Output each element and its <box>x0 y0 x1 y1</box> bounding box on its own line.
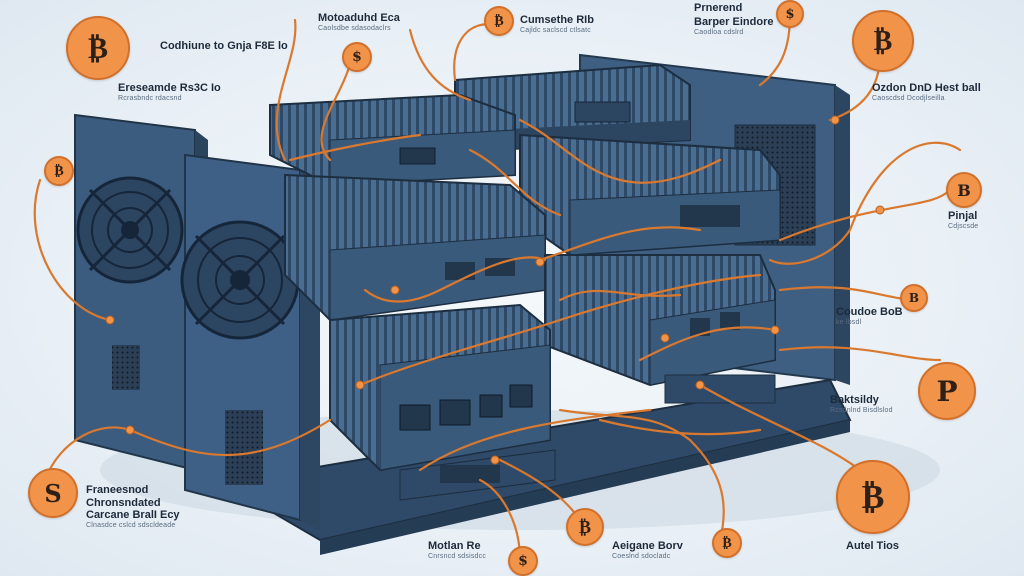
callout-title: Barper Eindore <box>694 16 774 28</box>
bitcoin-icon: ₿ <box>66 16 130 80</box>
callout-subtitle: Coeslnd sdocladc <box>612 552 671 560</box>
callout-subtitle: Cajldc saclscd ctlsatc <box>520 26 591 34</box>
callout-label: Codhiune to Gnja F8E lo <box>160 40 288 53</box>
mining-unit-middle-front <box>284 173 546 322</box>
coin-icon: S <box>28 468 78 518</box>
callout-subtitle: Caoscdsd Dcodjlseilla <box>872 94 945 102</box>
bitcoin-icon: ₿ <box>44 156 74 186</box>
callout-title: Baktsildy <box>830 394 879 406</box>
coin-icon: B <box>946 172 982 208</box>
callout-label: Ozdon DnD Hest ball Caoscdsd Dcodjlseill… <box>872 82 981 103</box>
callout-label: Pinjal Cdjscsde <box>948 210 978 231</box>
callout-label: Ereseamde Rs3C Io Rcrasbndc rdacsnd <box>118 82 221 103</box>
callout-label: Motlan Re Cnrsncd sdsisdcc <box>428 540 486 561</box>
callout-label: Autel Tios <box>846 540 899 553</box>
callout-subtitle: Cnrsncd sdsisdcc <box>428 552 487 560</box>
coin-icon: B <box>900 284 928 312</box>
callout-label: Barper Eindore Caodloa cdslrd <box>694 16 773 37</box>
callout-label: Motoaduhd Eca Caolsdbe sdasodaclrs <box>318 12 400 33</box>
callout-title: Motlan Re <box>428 540 481 552</box>
bitcoin-icon: ₿ <box>566 508 604 546</box>
callout-title: Autel Tios <box>846 540 899 552</box>
callout-title: Coudoe BoB <box>836 306 903 318</box>
callout-title: Prnerend <box>694 2 743 14</box>
callout-title: Codhiune to Gnja F8E lo <box>160 40 288 52</box>
callout-title: Ereseamde Rs3C Io <box>118 82 221 94</box>
callout-title: Motoaduhd Eca <box>318 12 400 24</box>
callout-label: Coudoe BoB ke lbsdl <box>836 306 903 327</box>
callout-title: Franeesnod <box>86 484 149 496</box>
bitcoin-icon: ₿ <box>836 460 910 534</box>
callout-subtitle: Caolsdbe sdasodaclrs <box>318 24 391 32</box>
dollar-coin-icon: $ <box>776 0 804 28</box>
cable-connectors <box>105 115 885 465</box>
callout-label: Cumsethe RIb Cajldc saclscd ctlsatc <box>520 14 594 35</box>
callout-subtitle: ke lbsdl <box>836 318 862 326</box>
callout-title: Cumsethe RIb <box>520 14 594 26</box>
dollar-coin-icon: $ <box>508 546 538 576</box>
callout-subtitle: Clnasdce cslcd sdscldeade <box>86 521 176 529</box>
callout-title: Carcane BralI Ecy <box>86 509 180 522</box>
callout-title: Pinjal <box>948 210 978 222</box>
callout-title: Chronsndated <box>86 496 161 509</box>
callout-label: Prnerend <box>694 2 742 15</box>
dollar-coin-icon: $ <box>342 42 372 72</box>
coin-icon: P <box>918 362 976 420</box>
callout-label: Aeigane Borv Coeslnd sdocladc <box>612 540 683 561</box>
callout-title: Aeigane Borv <box>612 540 683 552</box>
callout-subtitle: Rcrasbndc rdacsnd <box>118 94 182 102</box>
mining-unit-middle-rear <box>519 133 781 257</box>
bitcoin-icon: ₿ <box>852 10 914 72</box>
callout-label: Baktsildy Rcsdnlnd Bisdlslod <box>830 394 893 415</box>
callout-subtitle: Rcsdnlnd Bisdlslod <box>830 406 893 414</box>
callout-title: Ozdon DnD Hest ball <box>872 82 981 94</box>
callout-subtitle: Caodloa cdslrd <box>694 28 744 36</box>
bitcoin-icon: ₿ <box>712 528 742 558</box>
mining-unit-lower-front <box>329 303 556 501</box>
mining-unit-top-front <box>269 93 516 187</box>
callout-subtitle: Cdjscsde <box>948 222 979 230</box>
callout-label: Franeesnod Chronsndated Carcane BralI Ec… <box>86 484 180 530</box>
mining-unit-lower-rear <box>544 254 776 404</box>
bitcoin-icon: ₿ <box>484 6 514 36</box>
